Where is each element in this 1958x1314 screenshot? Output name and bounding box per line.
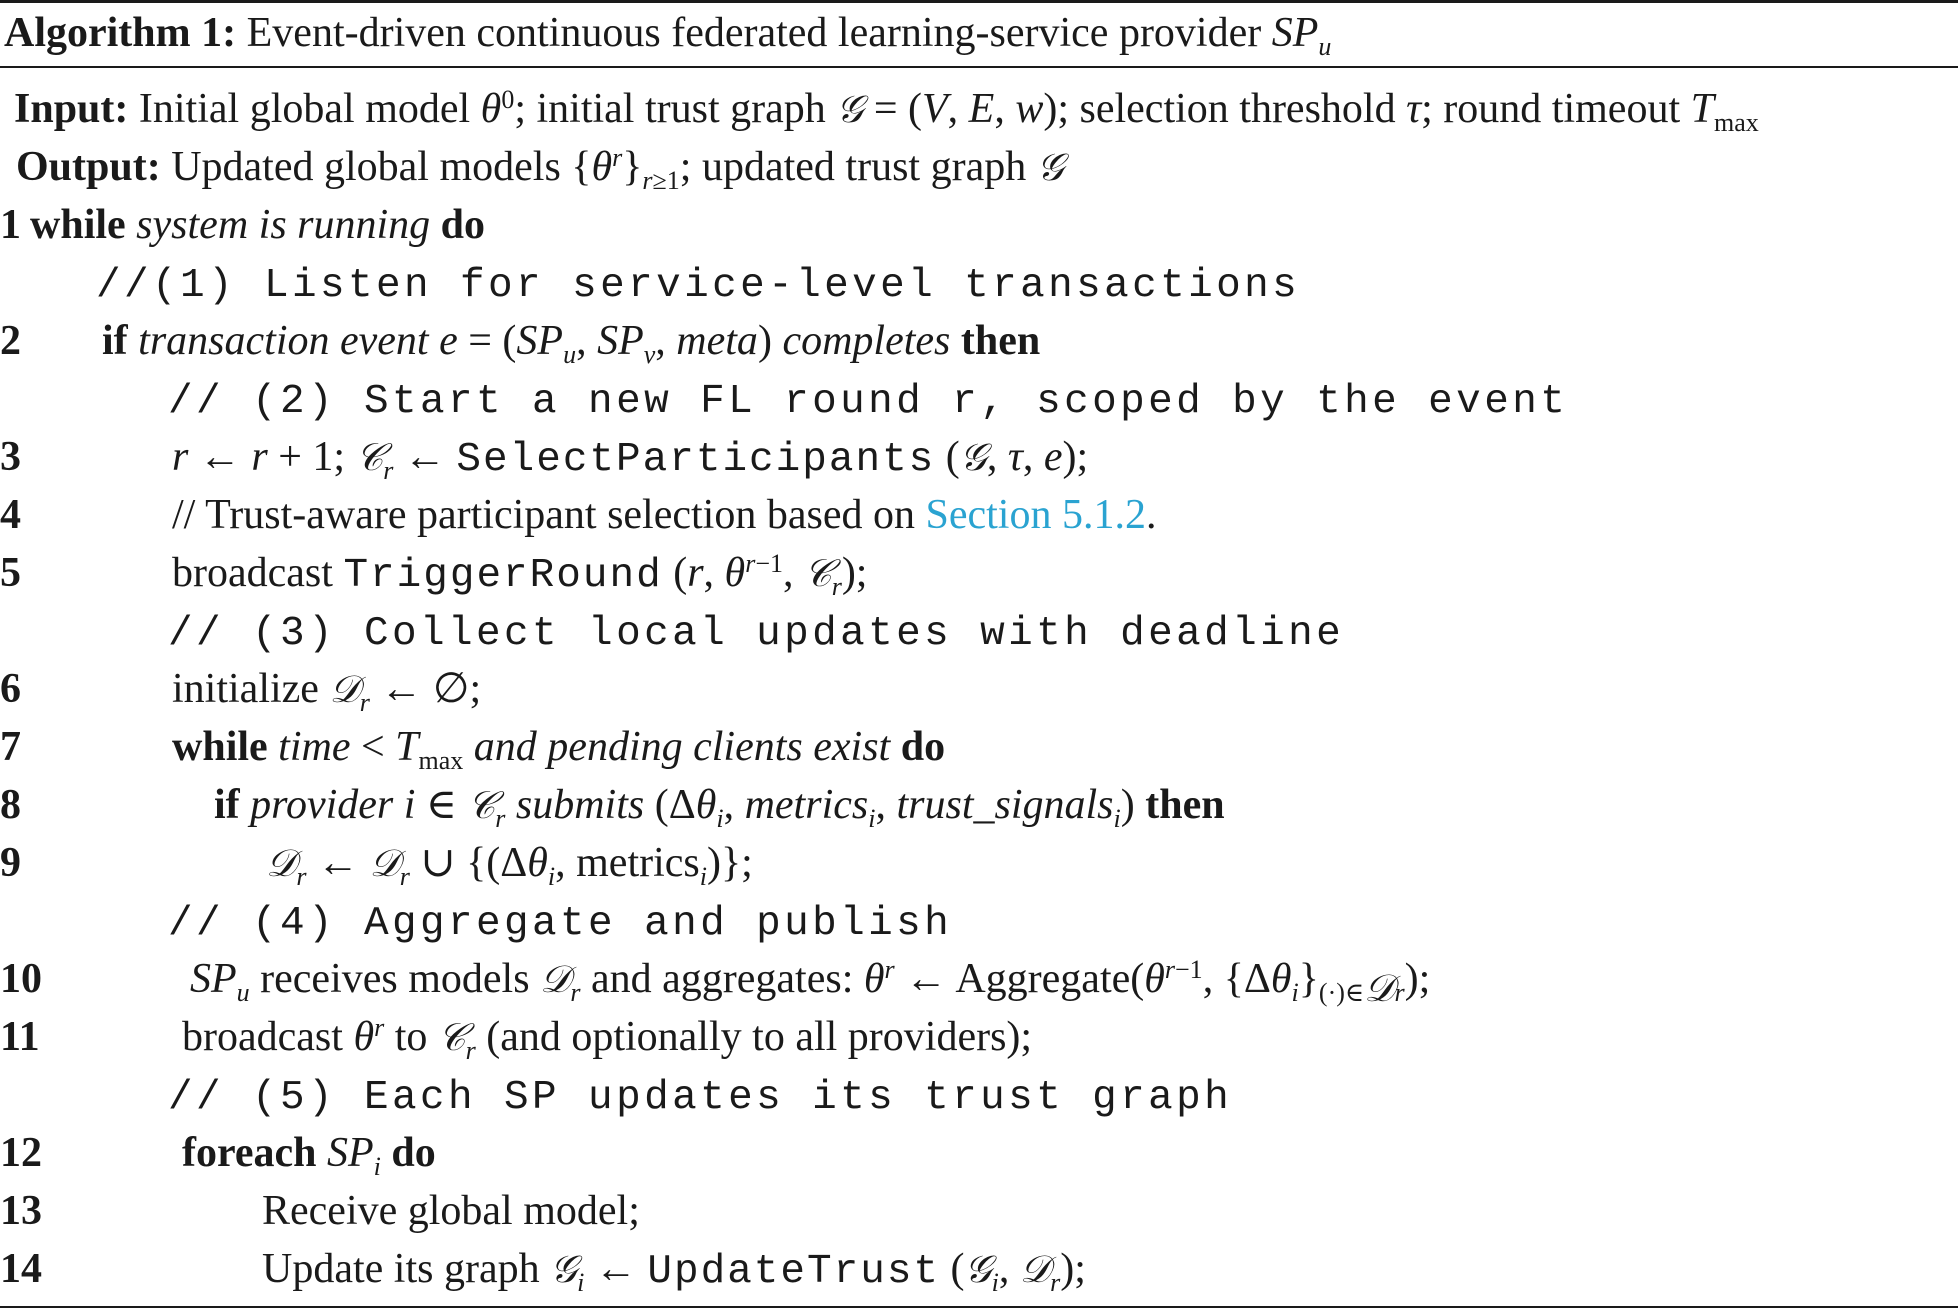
- line-number: 10: [0, 956, 42, 1002]
- line-text: broadcast TriggerRound (r, θr−1, 𝒞r);: [172, 549, 868, 601]
- line-number: 3: [0, 434, 21, 480]
- line-text: broadcast θr to 𝒞r (and optionally to al…: [182, 1013, 1033, 1065]
- line-text: // (4) Aggregate and publish: [168, 901, 953, 947]
- caption-title: Event-driven continuous federated learni…: [246, 10, 1272, 56]
- line-number: 2: [0, 318, 21, 364]
- line-text: Input: Initial global model θ0; initial …: [14, 85, 1759, 137]
- line-text: while time < Tmax and pending clients ex…: [172, 724, 946, 775]
- line-number: 12: [0, 1130, 42, 1176]
- line-number: 13: [0, 1188, 42, 1234]
- line-number: 5: [0, 550, 21, 596]
- caption-rule: [0, 66, 1958, 68]
- line-number: 9: [0, 840, 21, 886]
- line-text: Output: Updated global models {θr}r≥1; u…: [16, 143, 1064, 195]
- line-number: 4: [0, 492, 21, 538]
- line-number: 1: [0, 202, 21, 248]
- line-text: //(1) Listen for service-level transacti…: [96, 263, 1301, 309]
- line-text: // (2) Start a new FL round r, scoped by…: [168, 379, 1569, 425]
- line-number: 14: [0, 1246, 42, 1292]
- line-text: if transaction event e = (SPu, SPv, meta…: [102, 318, 1041, 369]
- line-text: if provider i ∈ 𝒞r submits (Δθi, metrics…: [214, 782, 1225, 833]
- bottom-rule: [0, 1306, 1958, 1308]
- line-text: Receive global model;: [262, 1188, 640, 1234]
- algorithm-caption: Algorithm 1: Event-driven continuous fed…: [4, 6, 1331, 60]
- line-number: 8: [0, 782, 21, 828]
- line-number: 7: [0, 724, 21, 770]
- caption-label: Algorithm 1:: [4, 10, 237, 56]
- line-number: 6: [0, 666, 21, 712]
- section-link[interactable]: Section 5.1.2: [925, 492, 1146, 538]
- top-rule: [0, 0, 1958, 3]
- caption-symbol: SPu: [1271, 10, 1332, 61]
- line-text: // (5) Each SP updates its trust graph: [168, 1075, 1233, 1121]
- line-text: // Trust-aware participant selection bas…: [172, 492, 1157, 538]
- line-text: SPu receives models 𝒟r and aggregates: θ…: [190, 955, 1431, 1010]
- line-text: while system is running do: [30, 202, 486, 248]
- line-text: foreach SPi do: [182, 1130, 436, 1181]
- line-text: // (3) Collect local updates with deadli…: [168, 611, 1345, 657]
- line-text: r ← r + 1; 𝒞r ← SelectParticipants (𝒢, τ…: [172, 434, 1089, 485]
- line-text: 𝒟r ← 𝒟r ∪ {(Δθi, metricsi)};: [266, 840, 753, 891]
- line-number: 11: [0, 1014, 40, 1060]
- line-text: initialize 𝒟r ← ∅;: [172, 666, 482, 717]
- line-text: Update its graph 𝒢i ← UpdateTrust (𝒢i, 𝒟…: [262, 1246, 1086, 1297]
